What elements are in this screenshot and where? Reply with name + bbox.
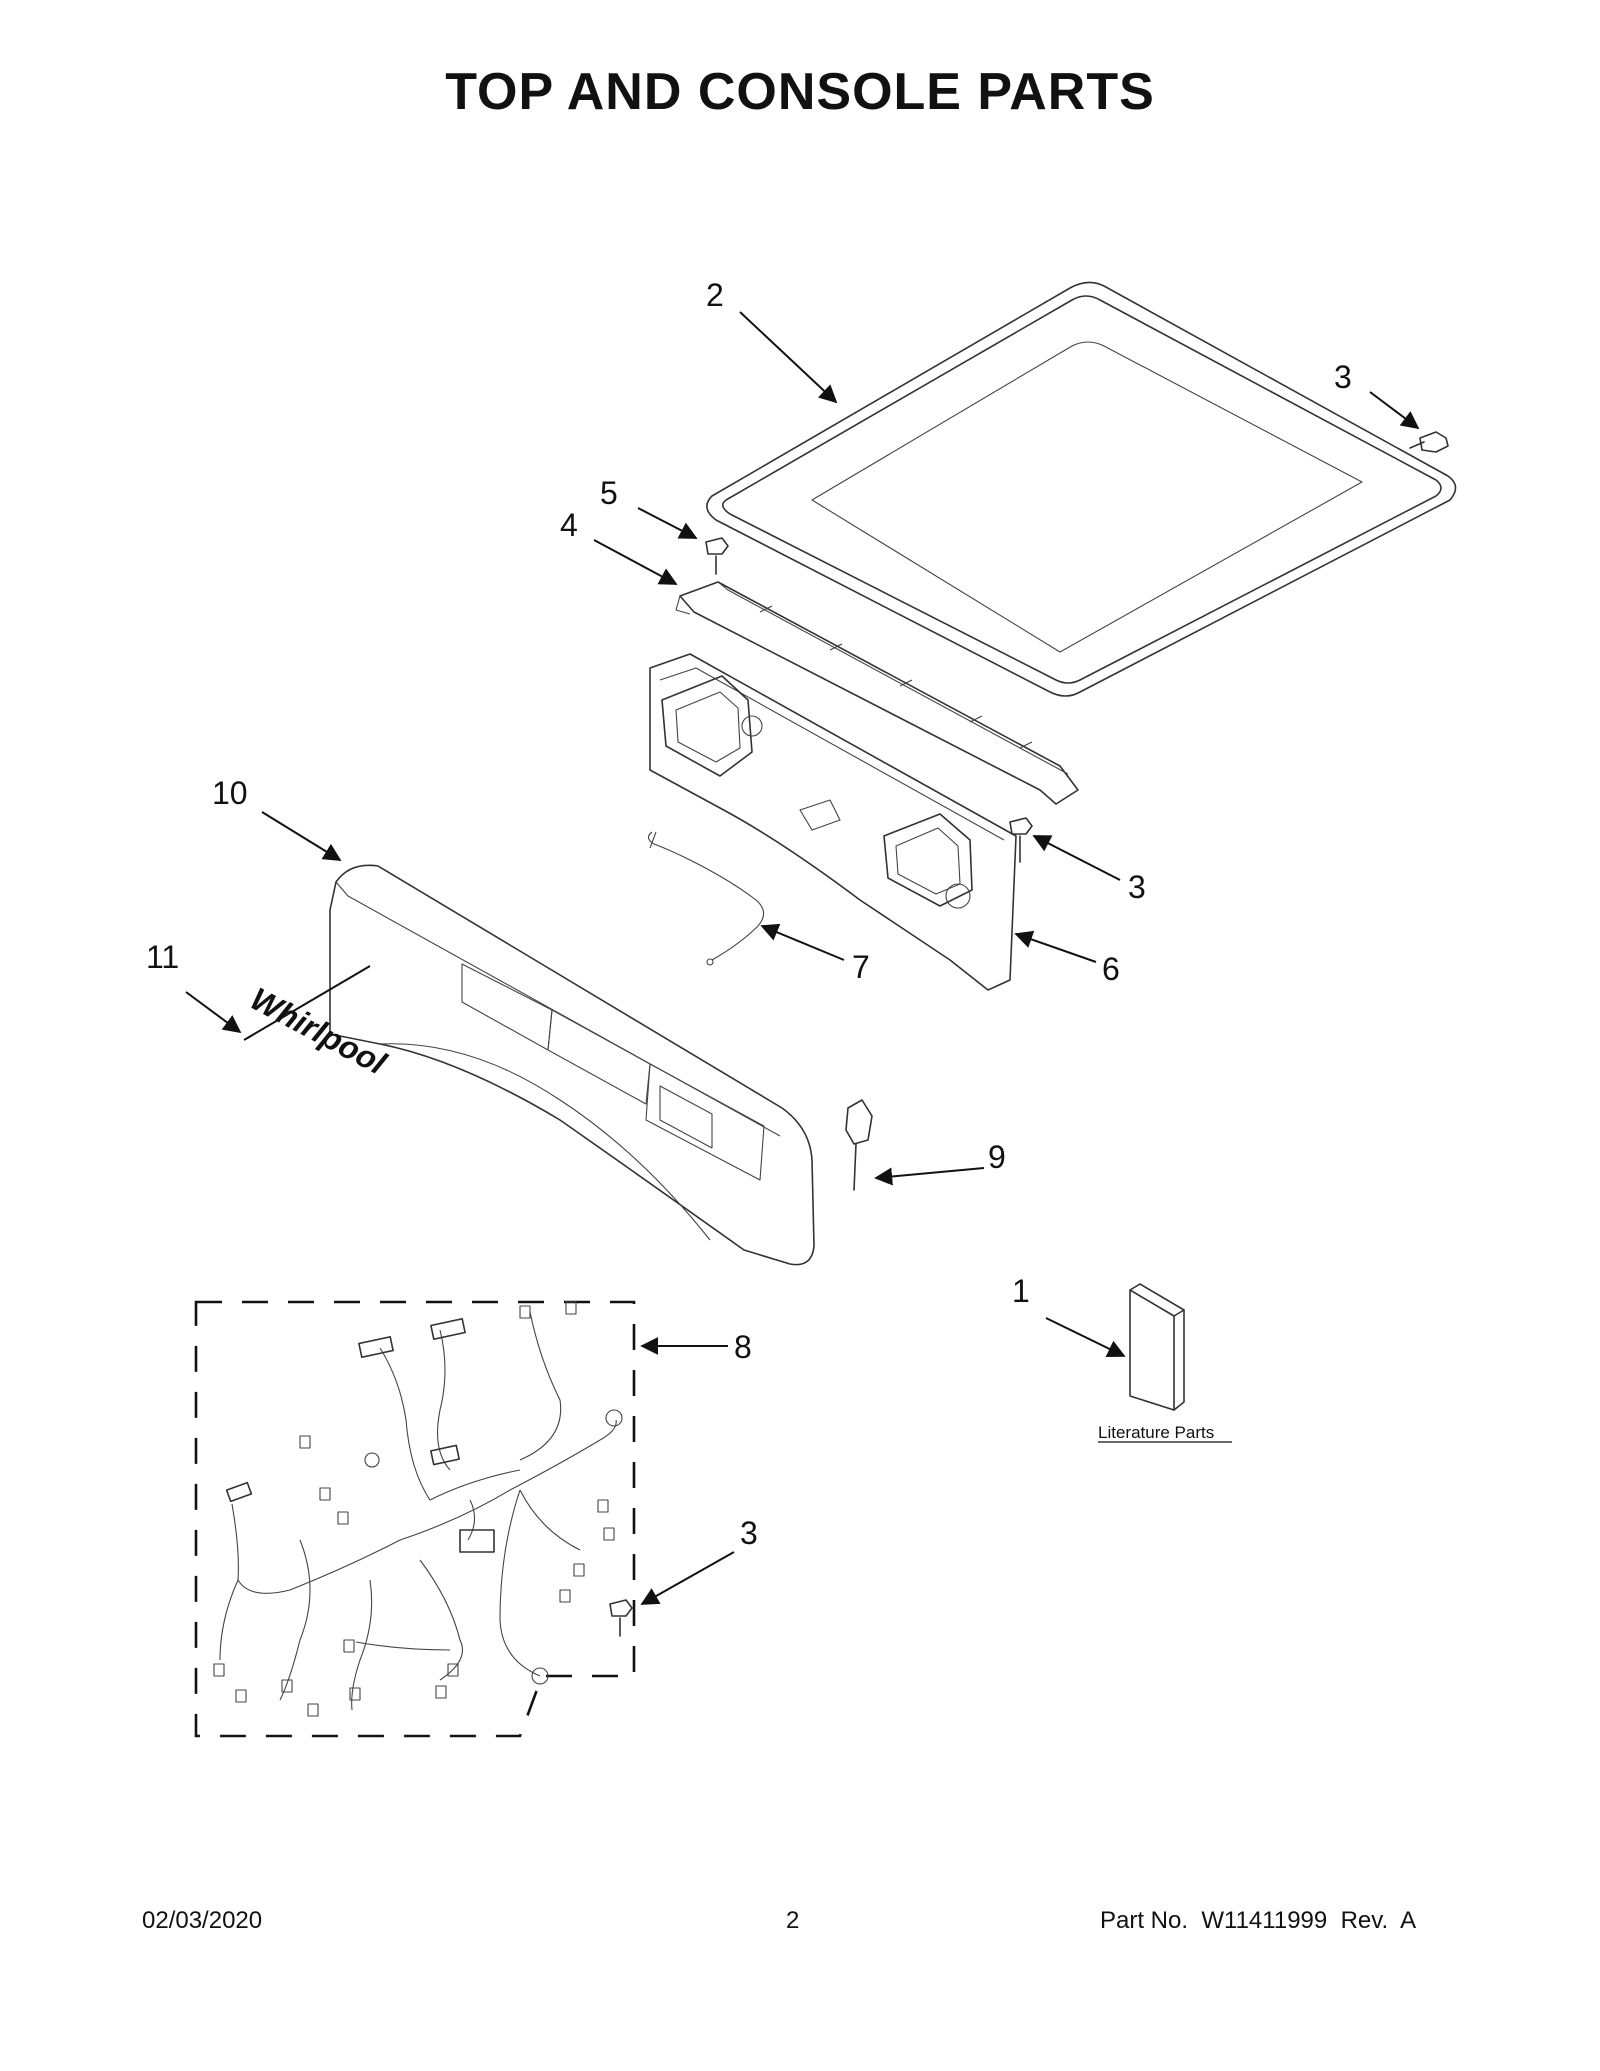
- footer-date: 02/03/2020: [142, 1907, 263, 1934]
- callout-11: 11: [146, 939, 179, 975]
- screw-part: [1409, 431, 1449, 453]
- callout-3: 3: [1128, 869, 1146, 905]
- callout-9: 9: [988, 1139, 1006, 1175]
- footer-part-number: Part No. W11411999 Rev. A: [1100, 1907, 1417, 1934]
- literature-label: Literature Parts: [1098, 1423, 1214, 1442]
- callout-6: 6: [1102, 951, 1120, 987]
- callout-labels: 2 3 5 4 3 6 7 10 11 9 1 8 3: [146, 277, 1352, 1551]
- console-panel-part: [329, 864, 815, 1266]
- callout-3: 3: [1334, 359, 1352, 395]
- console-bracket-part: [675, 581, 1079, 805]
- wire-part: [647, 831, 765, 966]
- callout-7: 7: [852, 949, 870, 985]
- callout-1: 1: [1012, 1273, 1030, 1309]
- console-frame-part: [649, 653, 1017, 991]
- callout-5: 5: [600, 475, 618, 511]
- top-panel-part: [706, 281, 1457, 697]
- callout-10: 10: [212, 775, 248, 811]
- callout-8: 8: [734, 1329, 752, 1365]
- sensor-part: [845, 1099, 873, 1191]
- callout-3: 3: [740, 1515, 758, 1551]
- page-title: TOP AND CONSOLE PARTS: [445, 63, 1155, 121]
- screw-part: [705, 537, 729, 575]
- callout-4: 4: [560, 507, 578, 543]
- screw-part: [609, 1599, 633, 1637]
- literature-part: Literature Parts: [1098, 1283, 1232, 1443]
- main-wire-harness-part: [194, 1300, 636, 1738]
- screw-part: [1009, 817, 1033, 863]
- footer-page-number: 2: [786, 1907, 800, 1934]
- leader-lines: [185, 311, 1420, 1605]
- callout-2: 2: [706, 277, 724, 313]
